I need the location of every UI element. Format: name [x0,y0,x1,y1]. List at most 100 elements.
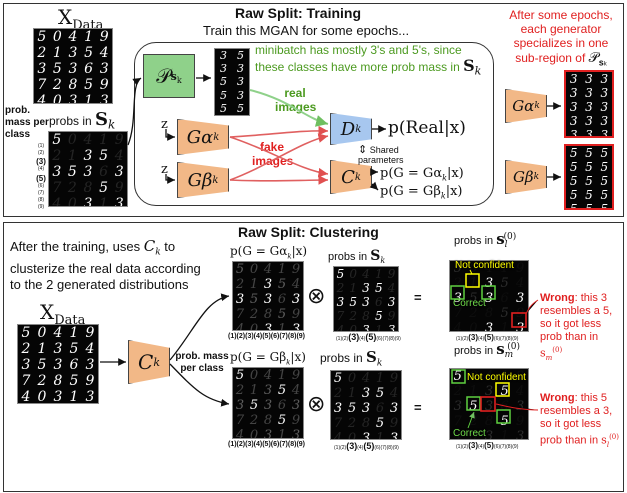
digit-cell: 3 [53,357,63,373]
digit-cell: 8 [68,77,78,93]
digit-cell: 5 [220,88,227,102]
wrong-box-bottom [480,396,496,412]
digit-cell: 3 [569,100,578,114]
digit-cell: 3 [569,128,578,138]
digit-cell: 4 [85,341,95,357]
not-confident-bottom: Not confident [467,372,526,383]
digit-cell: 6 [84,61,94,77]
digit-cell: 2 [235,277,245,292]
after-epochs-note: After some epochs, each generator specia… [509,8,613,68]
z-input-alpha: z [161,117,168,132]
probs-sk-top-label: probs in Sk [328,248,386,266]
digit-cell: 1 [67,148,77,164]
wrong-box-top [511,312,527,328]
digit-cell: 0 [37,325,47,341]
digit-cell: 3 [263,322,273,331]
digit-cell: 9 [389,416,399,431]
digit-cell: 1 [99,132,109,148]
digit-cell: 2 [347,416,357,431]
digit-cell: 3 [85,389,95,404]
digit-cell: 5 [37,357,47,373]
arrow-probs-to-p [127,77,142,146]
digit-cell: 5 [69,341,79,357]
clustering-intro: After the training, uses Ck to clusteriz… [10,237,201,292]
digit-cell: 5 [585,174,593,188]
digit-cell: 8 [53,373,63,389]
digit-cell: 1 [374,323,383,332]
digit-cell: 8 [361,416,371,431]
digit-cell: 3 [585,128,593,138]
digit-cell: 7 [333,416,343,431]
digit-cell: 3 [85,357,95,373]
digit-cell: 3 [516,429,525,440]
correct-bottom: Correct [453,428,486,439]
digit-cell: 5 [585,160,593,174]
digit-cell: 3 [600,128,609,138]
digit-cell: 7 [21,373,31,389]
pointer-wrong-top [525,299,539,315]
mgan-region [134,42,494,206]
digit-cell: 0 [52,29,62,45]
digit-cell: 5 [277,413,287,428]
digit-cell: 5 [84,45,94,61]
digit-cell: 5 [453,261,462,276]
digit-cell: 6 [374,295,383,309]
probs-sk-bottom-label: probs in Sk [320,348,383,369]
digit-cell: 5 [37,29,47,45]
digit-cell: 3 [53,341,63,357]
digit-cell: 3 [569,114,578,128]
digit-cell: 5 [67,164,77,180]
otimes-top: ⊗ [307,283,326,308]
digit-cell: 9 [99,29,109,45]
digit-cell: 9 [85,325,95,341]
digit-cell: 4 [361,371,371,386]
digit-cell: 2 [37,45,47,61]
digit-cell: 1 [249,383,259,398]
digit-cell: 4 [21,389,31,404]
arrow-gb-to-c [229,175,329,185]
digit-cell: 8 [263,307,273,322]
digit-cell: 5 [500,276,509,291]
digit-cell: 4 [291,277,301,292]
digit-cell: 5 [52,61,62,77]
digit-cell: 0 [347,431,357,440]
digit-cell: 3 [220,62,227,76]
digit-cell: 5 [333,371,343,386]
digit-cell: 3 [291,398,301,413]
digit-cell: 4 [387,281,396,295]
digit-cell: 9 [291,413,301,428]
digit-cell: 2 [336,281,345,295]
digit-cell: 3 [569,86,578,100]
digit-cell: 5 [21,325,31,341]
wrong-note-top: Wrong: this 3 resembles a 5, so it got l… [540,292,613,362]
digit-cell: 5 [374,281,383,295]
digit-cell: 1 [375,431,385,440]
digit-cell: 5 [277,383,287,398]
digit-cell: 2 [235,383,245,398]
digit-cell: 3 [585,100,593,114]
digit-cell: 5 [277,307,287,322]
digit-cell: 4 [362,267,370,281]
digit-cell: 3 [585,72,593,86]
digit-cell: 1 [374,267,383,281]
digit-cell: 3 [600,86,609,100]
digit-cell: 3 [263,428,273,439]
digit-cell: 3 [389,431,399,440]
digit-cell: 7 [52,180,62,196]
digit-cell: 3 [389,401,399,416]
arrow-real-to-d [249,89,329,127]
arrow-ck-to-alpha [169,293,230,361]
digit-cell: 3 [291,322,301,331]
class-axis-top: (1)(2)(3)(4)(5)(6)(7)(8)(9) [228,333,305,340]
digit-cell: 3 [52,164,62,180]
digit-cell: 3 [235,398,245,413]
digit-cell: 6 [99,164,109,180]
digit-cell: 4 [53,325,63,341]
